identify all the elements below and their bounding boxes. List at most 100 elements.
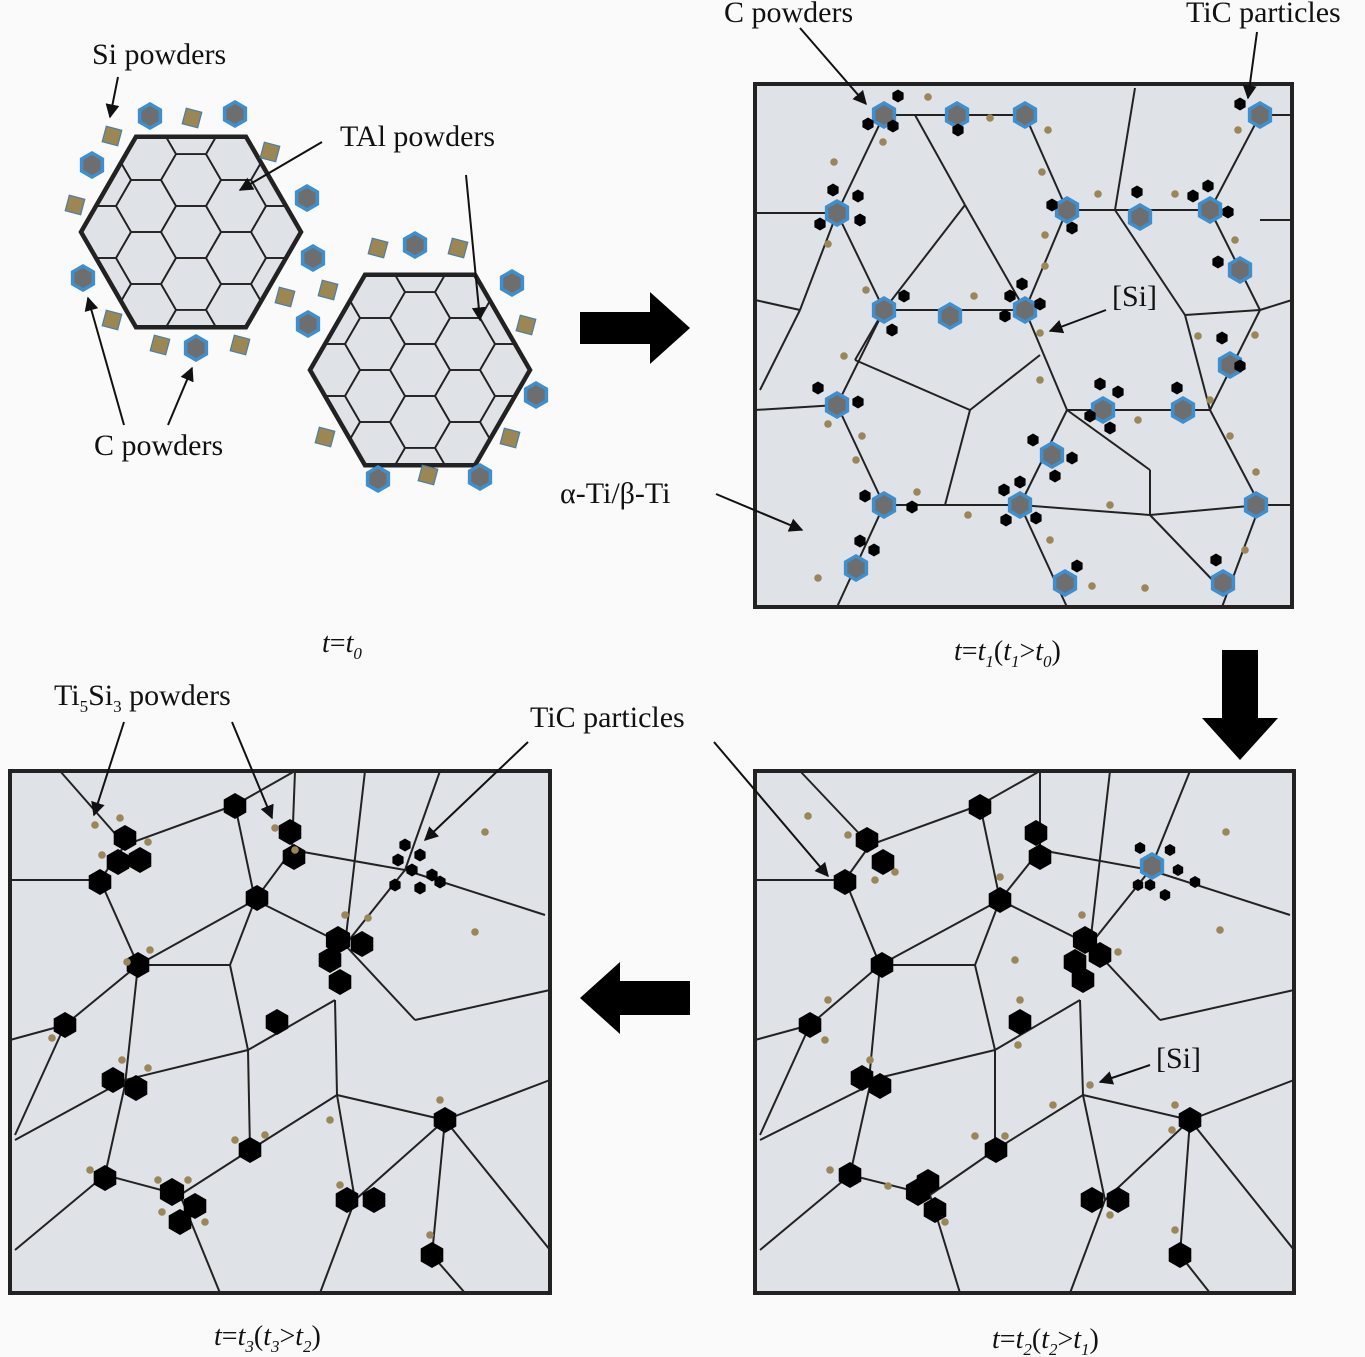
- si-powder-icon: [101, 309, 123, 331]
- subgrain: [570, 188, 630, 240]
- grain-boundary: [414, 989, 551, 1021]
- ti5si3-particle-icon: [183, 1193, 207, 1219]
- grain-boundary: [754, 404, 838, 411]
- grain-boundary: [754, 299, 801, 311]
- grain-boundary: [234, 804, 256, 901]
- grain-body: [81, 136, 301, 328]
- subgrain: [26, 76, 86, 128]
- si-dot-icon: [1231, 236, 1239, 244]
- ti5si3-particle-icon: [833, 869, 857, 895]
- black-particle-icon: [1027, 433, 1039, 447]
- si-dot-icon: [891, 868, 899, 876]
- subgrain: [165, 370, 225, 422]
- grain-boundary: [334, 999, 338, 1096]
- black-particle-icon: [1112, 385, 1124, 399]
- si-dot-icon: [98, 851, 106, 859]
- tic-particle-icon: [871, 295, 897, 325]
- subgrain: [435, 214, 495, 266]
- subgrain: [0, 258, 41, 310]
- black-particle-icon: [1066, 451, 1078, 465]
- grain-boundary: [849, 1084, 871, 1176]
- tic-particle-icon: [871, 100, 897, 130]
- si-powder-icon: [367, 237, 389, 259]
- pointer-arrow-icon: [91, 721, 125, 817]
- subgrain: [435, 630, 495, 682]
- pointer-arrow-icon: [231, 721, 274, 820]
- si-dot-icon: [1171, 1101, 1179, 1109]
- black-particle-icon: [886, 323, 898, 337]
- grain-boundary: [336, 1094, 446, 1121]
- tic-particle-icon: [523, 380, 549, 410]
- ti5si3-particle-icon: [128, 847, 152, 873]
- si-powder-icon: [181, 107, 203, 129]
- black-particle-icon: [827, 183, 839, 197]
- tic-particle-icon: [295, 309, 321, 339]
- grain-boundary: [1039, 849, 1151, 871]
- pointer-arrow-icon: [105, 76, 120, 119]
- si-dot-icon: [964, 511, 972, 519]
- ti5si3-particle-icon: [868, 1073, 892, 1099]
- si-dot-icon: [1241, 546, 1249, 554]
- black-particle-icon: [1014, 475, 1026, 489]
- caption-t0: t=t0: [322, 628, 362, 663]
- tic-particle-icon: [944, 100, 970, 130]
- grain-boundary: [854, 359, 971, 411]
- subgrain: [345, 162, 405, 214]
- black-particle-icon: [1094, 377, 1106, 391]
- ti5si3-particle-icon: [53, 1012, 77, 1038]
- si-dot-icon: [824, 996, 832, 1004]
- ti5si3-particle-icon: [1106, 1187, 1130, 1213]
- subgrain: [386, 180, 446, 232]
- black-particle-icon: [414, 881, 426, 895]
- grain-boundary: [354, 1119, 446, 1201]
- ti5si3-particle-icon: [350, 931, 374, 957]
- si-dot-icon: [1094, 190, 1102, 198]
- grain-boundary: [1024, 309, 1068, 411]
- black-particle-icon: [999, 309, 1011, 323]
- grain-boundary: [1104, 1119, 1191, 1201]
- black-particle-icon: [1030, 511, 1042, 525]
- subgrain: [0, 362, 41, 414]
- tic-particle-icon: [1210, 568, 1236, 598]
- grain-boundary: [869, 804, 981, 846]
- grain-boundary: [14, 1024, 66, 1136]
- si-powder-icon: [447, 237, 469, 259]
- tic-particle-icon: [300, 243, 326, 273]
- black-particle-icon: [1164, 844, 1176, 856]
- t1-matrix-box: [753, 82, 1294, 609]
- grain-boundary: [1189, 1119, 1295, 1251]
- black-particle-icon: [1049, 469, 1061, 483]
- grain-boundary: [1082, 1094, 1191, 1121]
- si-dot-icon: [1252, 468, 1260, 476]
- ti5si3-particle-icon: [984, 1137, 1008, 1163]
- si-dot-icon: [1171, 1226, 1179, 1234]
- subgrain: [296, 492, 356, 544]
- grain-boundary: [14, 1079, 126, 1141]
- si-dot-icon: [971, 1132, 979, 1140]
- ti5si3-particle-icon: [968, 794, 992, 820]
- grain-boundary: [137, 899, 256, 966]
- black-particle-icon: [1172, 864, 1184, 876]
- tic-particle-icon: [824, 198, 850, 228]
- subgrain: [480, 552, 540, 604]
- grain-boundary: [249, 1094, 338, 1151]
- si-dot-icon: [201, 1218, 209, 1226]
- si-powder-icon: [417, 464, 439, 486]
- black-particle-icon: [1004, 289, 1016, 303]
- subgrain: [435, 162, 495, 214]
- subgrain: [251, 362, 311, 414]
- subgrain: [615, 630, 675, 682]
- si-dot-icon: [1088, 582, 1096, 590]
- tic-particle-icon: [1227, 255, 1253, 285]
- si-dot-icon: [1016, 996, 1024, 1004]
- si-dot-icon: [326, 1116, 334, 1124]
- panel-t2: TiC particles [Si] t=t2(t2>t1): [530, 701, 1296, 1357]
- subgrain: [525, 162, 585, 214]
- ti5si3-particle-icon: [1072, 926, 1098, 954]
- si-powder-icon: [314, 426, 336, 448]
- ti5si3-particle-icon: [124, 1075, 148, 1101]
- tic-particle-icon: [294, 183, 320, 213]
- si-dot-icon: [144, 1064, 152, 1072]
- subgrain: [525, 578, 585, 630]
- subgrain: [523, 274, 530, 319]
